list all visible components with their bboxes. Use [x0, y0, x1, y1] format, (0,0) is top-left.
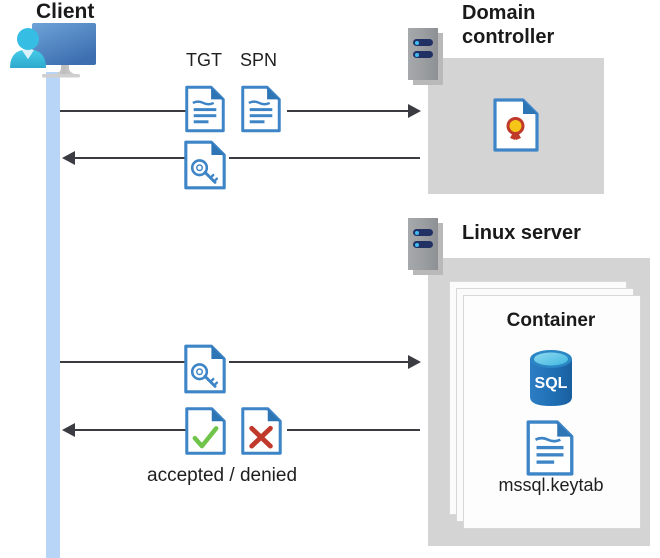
tgt-label: TGT: [186, 50, 222, 70]
message-3-line-right: [229, 361, 408, 363]
domain-controller-server-rack-icon: [408, 28, 443, 85]
message-4-line-left: [75, 429, 186, 431]
message-1-line-left: [60, 110, 186, 112]
domain-controller-title: Domain controller: [462, 2, 555, 48]
linux-server-server-rack-icon: [408, 218, 443, 275]
service-ticket-key-document-icon: [184, 343, 226, 395]
container-card-front: [463, 295, 641, 529]
message-2-line-left: [75, 157, 186, 159]
client-lifeline: [46, 72, 60, 558]
tgt-document-icon: [185, 84, 225, 134]
spn-document-icon: [241, 84, 281, 134]
accepted-check-document-icon: [185, 405, 226, 457]
message-2-arrowhead: [62, 151, 75, 165]
denied-cross-document-icon: [241, 405, 282, 457]
accepted-denied-label: accepted / denied: [147, 465, 298, 486]
message-2-line-right: [229, 157, 420, 159]
sql-database-icon: SQL: [524, 348, 578, 413]
certificate-document-icon: [493, 98, 539, 152]
keytab-document-icon: [524, 420, 576, 476]
spn-label: SPN: [240, 50, 278, 70]
message-3-arrowhead: [408, 355, 421, 369]
message-4-line-right: [287, 429, 420, 431]
linux-server-title: Linux server: [462, 222, 581, 244]
ticket-key-document-icon: [184, 139, 226, 191]
client-computer-user-icon: [8, 22, 108, 89]
container-label: Container: [506, 310, 596, 331]
message-3-line-left: [60, 361, 186, 363]
message-1-arrowhead: [408, 104, 421, 118]
page-title-client: Client: [36, 0, 95, 23]
sql-icon-text: SQL: [535, 375, 568, 392]
message-1-line-right: [287, 110, 408, 112]
keytab-filename-label: mssql.keytab: [498, 475, 604, 495]
message-4-arrowhead: [62, 423, 75, 437]
